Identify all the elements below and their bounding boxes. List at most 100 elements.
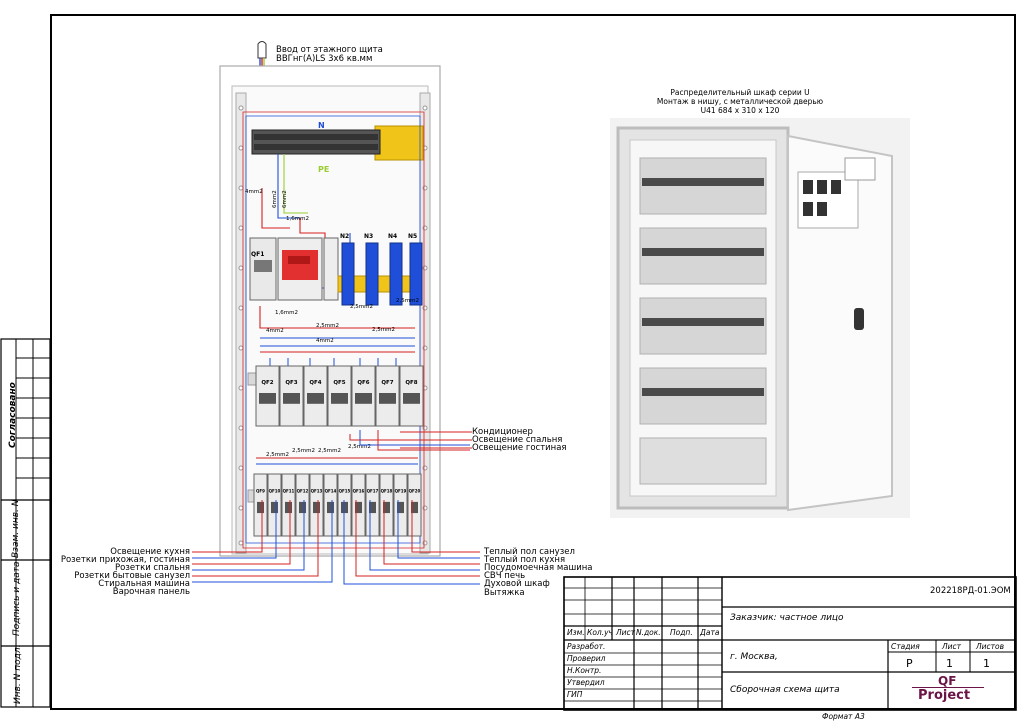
breaker-label: QF20 [409,489,421,494]
n3-label: N3 [364,233,373,240]
n2-label: N2 [340,233,349,240]
wire-label-4mm2-mid: 4mm2 [266,328,284,334]
breaker-label: QF5 [333,380,345,386]
breaker-label: QF11 [283,489,295,494]
wire-label-4mm2-mid2: 4mm2 [316,338,334,344]
title-block [563,576,1017,711]
stage-label: Стадия [891,642,920,651]
tb-header-podp: Подп. [670,628,693,637]
tb-role-ncontrol: Н.Контр. [567,666,602,675]
wire-label-25-row3-c: 2,5mm2 [318,448,341,454]
breaker-label: QF19 [395,489,407,494]
breaker-toggle [257,501,264,514]
breaker-toggle [307,393,324,404]
consumer-washing-machine: Стиральная машина [98,579,190,589]
sheet-label: Лист [942,642,962,651]
logo-project: Project [918,688,971,703]
breaker-label: QF14 [325,489,337,494]
consumer-cooktop: Варочная панель [112,587,190,597]
consumer-light-living: Освещение гостиная [472,443,567,453]
breaker-toggle [285,501,292,514]
photo-caption-line2: Монтаж в нишу, с металлической дверью [656,97,824,106]
breaker-label: QF6 [357,380,369,386]
breaker-label: QF2 [261,380,273,386]
cabinet-schematic: N PE QF1 N2 N3 N4 N5 4mm2 [219,41,470,557]
breaker-label: QF10 [269,489,281,494]
wire-label-16mm2-b: 1,6mm2 [275,310,298,316]
tb-role-developer: Разработ. [567,642,606,651]
city: г. Москва, [730,652,778,662]
breaker-toggle [313,501,320,514]
breaker-toggle [283,393,300,404]
customer: Заказчик: частное лицо [730,613,844,623]
consumer-light-bedroom: Освещение спальня [472,435,563,445]
drawing-frame [50,14,1016,710]
breaker-toggle [355,393,372,404]
consumer-hood: Вытяжка [484,588,525,598]
inv-original-label: Инв. N подл. [13,644,23,704]
qf1-breaker: QF1 [249,237,277,301]
consumer-sockets-bathroom: Розетки бытовые санузел [74,571,190,581]
tb-role-gip: ГИП [567,690,583,699]
breaker-toggle [379,393,396,404]
replaced-inv-label: Взам. инв. N [11,499,21,558]
agreed-label: Согласовано [8,382,18,448]
wire-label-25-row3-b: 2,5mm2 [292,448,315,454]
photo-caption-line1: Распределительный шкаф серии U [670,88,810,97]
cabinet-photo [610,118,910,518]
breaker-label: QF7 [381,380,393,386]
breaker-label: QF13 [311,489,323,494]
tb-role-checked: Проверил [567,654,606,663]
breaker-toggle [397,501,404,514]
consumer-dishwasher: Посудомоечная машина [484,563,593,573]
wire-label-25-row3-a: 2,5mm2 [266,452,289,458]
photo-caption-line3: U41 684 x 310 x 120 [700,106,780,115]
breaker-label: QF16 [353,489,365,494]
sheet-title: Сборочная схема щита [730,685,840,695]
tb-header-ndok: N.док. [636,628,661,637]
n4-label: N4 [388,233,397,240]
breaker-label: QF9 [256,489,265,494]
wire-label-25-d: 2,5mm2 [372,327,395,333]
bus-n-label: N [318,121,325,130]
consumer-sockets-bedroom: Розетки спальня [115,563,190,573]
sheet-value: 1 [946,657,953,670]
breaker-toggle [383,501,390,514]
breaker-toggle [341,501,348,514]
consumer-light-kitchen: Освещение кухня [110,547,190,557]
breaker-label: QF18 [381,489,393,494]
wire-label-25-b: 2,5mm2 [396,298,419,304]
wire-label-25-a: 2,5mm2 [350,304,373,310]
wire-label-4mm2-top: 4mm2 [245,189,263,195]
breaker-toggle [331,393,348,404]
stage-value: Р [906,657,913,670]
wire-label-6mm2-b: 6mm2 [282,190,288,208]
left-stamp [0,338,51,708]
tb-header-kol: Кол.уч [587,628,613,637]
consumer-floor-heat-bath: Теплый пол санузел [484,547,575,557]
n-bus-groups: N2 N3 N4 N5 [337,233,423,306]
qf1-label: QF1 [251,251,264,258]
consumer-floor-heat-kitchen: Теплый пол кухня [484,555,566,565]
consumer-oven: Духовой шкаф [484,579,550,589]
logo-qf: QF [938,674,957,688]
sheets-value: 1 [983,657,990,670]
breaker-toggle [369,501,376,514]
voltage-relay [277,237,323,301]
breaker-toggle [271,501,278,514]
tb-header-list: Лист [616,628,636,637]
tb-header-izm: Изм. [567,628,585,637]
wire-label-16mm2: 1,6mm2 [286,216,309,222]
breaker-label: QF15 [339,489,351,494]
wire-label-25-c: 2,5mm2 [316,323,339,329]
consumer-sockets-hall: Розетки прихожая, гостиная [60,555,190,565]
breaker-label: QF17 [367,489,379,494]
wire-label-6mm2-a: 6mm2 [272,190,278,208]
logo-underline [912,687,984,688]
breaker-toggle [299,501,306,514]
breaker-toggle [355,501,362,514]
format-label: Формат А3 [822,712,865,721]
input-label-2: ВВГнг(А)LS 3х6 кв.мм [276,54,373,64]
